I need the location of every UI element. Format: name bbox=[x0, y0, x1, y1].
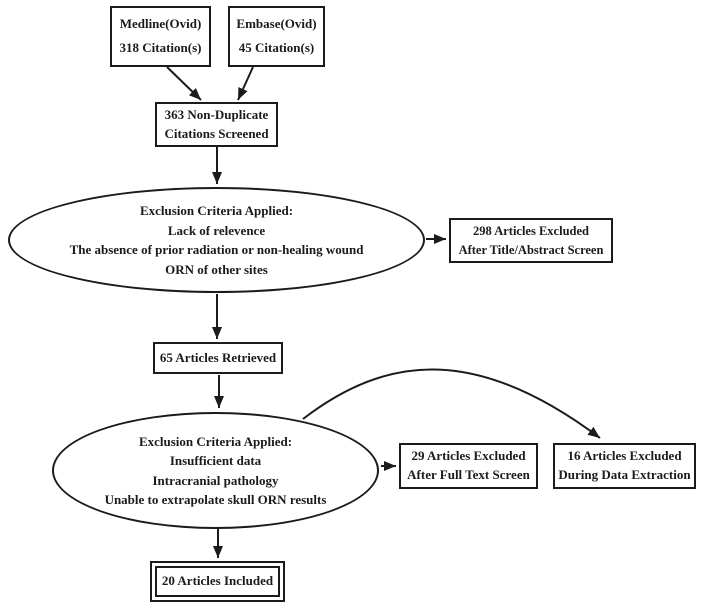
embase-citations-count: 45 Citation(s) bbox=[238, 40, 315, 56]
included-label: 20 Articles Included bbox=[161, 573, 274, 589]
arrow-medline-to-screened bbox=[166, 66, 202, 101]
non-duplicate-screened-box: 363 Non-Duplicate Citations Screened bbox=[155, 102, 278, 147]
medline-citations-count: 318 Citation(s) bbox=[119, 40, 202, 56]
articles-included-inner-border: 20 Articles Included bbox=[155, 566, 280, 597]
arrow-embase-to-screened bbox=[237, 66, 254, 101]
embase-label: Embase(Ovid) bbox=[236, 16, 317, 31]
screened-line-2: Citations Screened bbox=[164, 125, 269, 141]
excluded-data-extraction-box: 16 Articles Excluded During Data Extract… bbox=[553, 443, 696, 489]
retrieved-label: 65 Articles Retrieved bbox=[159, 349, 277, 365]
exclusion1-reason-2: The absence of prior radiation or non-he… bbox=[69, 242, 364, 257]
exclusion-criteria-2-ellipse: Exclusion Criteria Applied: Insufficient… bbox=[52, 412, 379, 529]
excluded-full-text-box: 29 Articles Excluded After Full Text Scr… bbox=[399, 443, 538, 489]
articles-included-box: 20 Articles Included bbox=[150, 561, 285, 602]
articles-retrieved-box: 65 Articles Retrieved bbox=[153, 342, 283, 374]
full-text-count: 29 Articles Excluded bbox=[411, 448, 526, 464]
title-screen-count: 298 Articles Excluded bbox=[473, 224, 589, 239]
exclusion2-heading: Exclusion Criteria Applied: bbox=[138, 433, 293, 449]
exclusion2-reason-3: Unable to extrapolate skull ORN results bbox=[104, 492, 327, 507]
exclusion1-heading: Exclusion Criteria Applied: bbox=[139, 203, 294, 218]
extraction-stage: During Data Extraction bbox=[558, 467, 691, 482]
arrow-retrieved-to-extraction-curved bbox=[302, 368, 601, 439]
medline-label: Medline(Ovid) bbox=[119, 16, 202, 31]
extraction-count: 16 Articles Excluded bbox=[567, 448, 682, 464]
excluded-title-abstract-box: 298 Articles Excluded After Title/Abstra… bbox=[449, 218, 613, 263]
medline-source-box: Medline(Ovid) 318 Citation(s) bbox=[110, 6, 211, 67]
exclusion1-reason-1: Lack of relevence bbox=[167, 222, 266, 238]
exclusion2-reason-2: Intracranial pathology bbox=[152, 472, 279, 488]
screened-line-1: 363 Non-Duplicate bbox=[164, 106, 269, 122]
exclusion2-reason-1: Insufficient data bbox=[169, 453, 262, 468]
exclusion-criteria-1-ellipse: Exclusion Criteria Applied: Lack of rele… bbox=[8, 187, 425, 293]
title-screen-stage: After Title/Abstract Screen bbox=[458, 242, 604, 257]
exclusion1-reason-3: ORN of other sites bbox=[165, 261, 268, 277]
full-text-stage: After Full Text Screen bbox=[407, 467, 530, 482]
embase-source-box: Embase(Ovid) 45 Citation(s) bbox=[228, 6, 325, 67]
